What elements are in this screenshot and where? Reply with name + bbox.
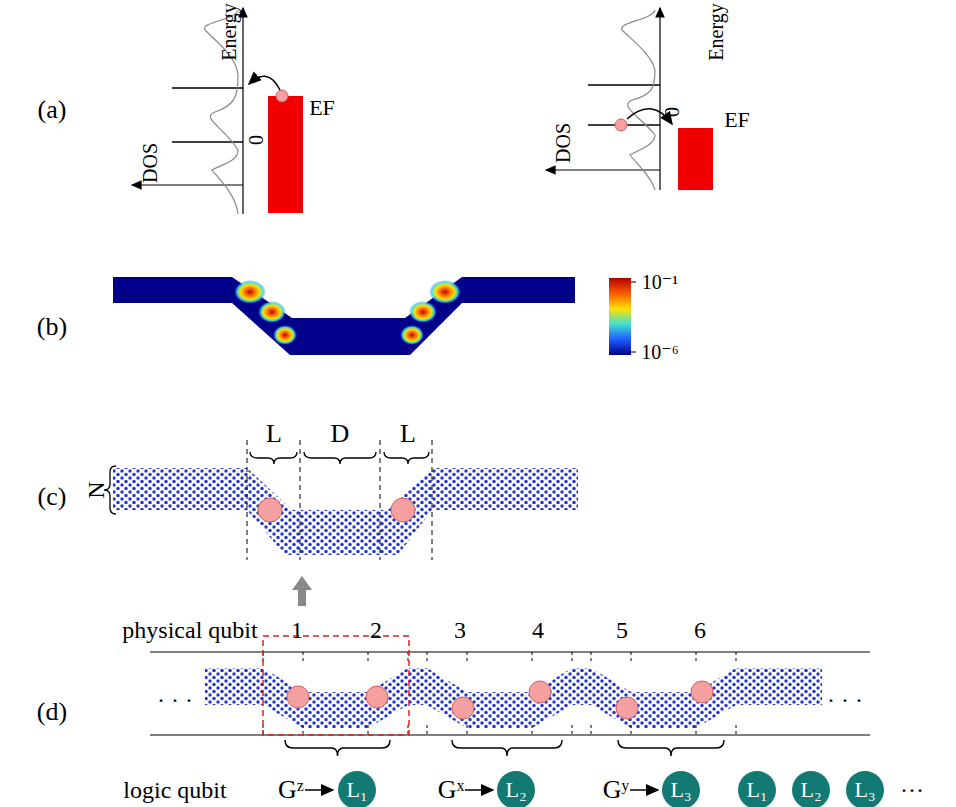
cell-brace [285,740,390,756]
ellipsis: ··· [900,778,924,802]
ellipsis: · · · [157,688,193,712]
qubit-label: L₁ [746,779,767,801]
row-label: logic qubit [123,778,226,802]
qubit-dot [287,686,309,708]
fermi-label: EF [309,97,335,119]
gate-label: Gᶻ [278,777,304,803]
qubit-label: L₂ [505,779,526,801]
colorbar-tick: 10⁻¹ [642,272,679,292]
ellipsis: · · · [827,688,863,712]
ribbon-chain [205,668,822,728]
qubit-number: 1 [291,618,303,642]
qubit-dot [529,681,551,703]
axis-label: Energy [706,3,726,60]
qubit-label: L₂ [800,779,821,801]
qubit-dot [691,681,713,703]
axis-zero: 0 [662,107,682,117]
fermi-label: EF [724,109,750,131]
cell-brace [452,740,562,756]
qubit-dot [366,686,388,708]
qubit-number: 6 [694,618,706,642]
row-label: physical qubit [122,618,257,642]
logic-qubit-circle: L₂ [792,771,830,807]
axis-label: DOS [140,143,160,183]
dimension-label: L [400,421,416,447]
qubit-label: L₁ [346,779,367,801]
gate-label: Gˣ [438,777,464,803]
dimension-label: N [84,481,108,498]
panel-label: (d) [37,699,67,725]
qubit-number: 5 [616,618,628,642]
qubit-number: 3 [454,618,466,642]
qubit-dot [452,697,474,719]
logic-qubit-circle: L₃ [662,771,700,807]
logic-qubit-circle: L₁ [738,771,776,807]
gate-label: Gʸ [603,777,630,803]
panel-label: (b) [37,314,67,340]
axis-zero: 0 [246,135,266,145]
colorbar-tick: 10⁻⁶ [641,342,679,362]
dimension-label: D [331,421,350,447]
logic-qubit-circle: L₁ [338,771,376,807]
cell-brace [618,740,724,756]
qubit-number: 4 [532,618,544,642]
axis-label: Energy [219,3,239,60]
qubit-label: L₃ [670,779,691,801]
panel-label: (c) [38,484,67,510]
logic-qubit-circle: L₂ [497,771,535,807]
axis-label: DOS [553,123,573,163]
dimension-label: L [266,421,282,447]
qubit-dot [616,697,638,719]
qubit-number: 2 [370,618,382,642]
qubit-label: L₃ [854,779,875,801]
logic-qubit-circle: L₃ [846,771,884,807]
panel-label: (a) [38,97,67,123]
